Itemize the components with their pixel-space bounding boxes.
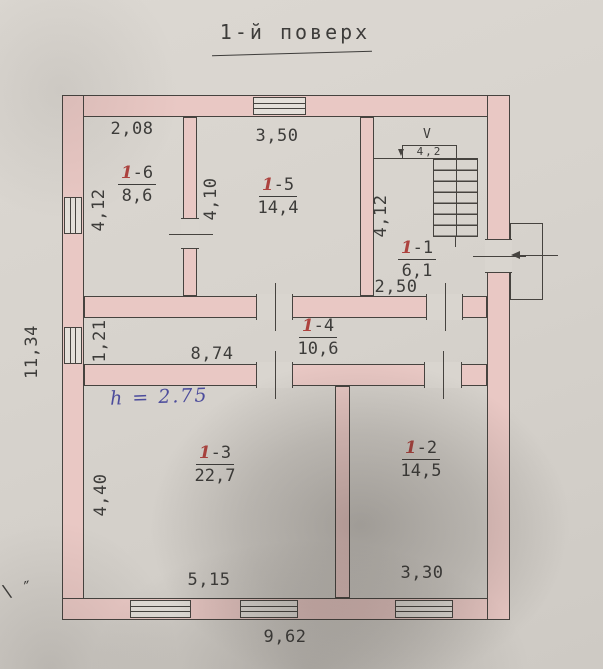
dim-room1-height: 4,12 xyxy=(371,194,391,238)
entry-arrow-line xyxy=(518,255,558,256)
dim-room6-width: 2,08 xyxy=(110,119,154,139)
wall-room3-room2 xyxy=(335,386,350,598)
dim-room1-width: 2,50 xyxy=(374,277,418,297)
dim-outer-bottom: 9,62 xyxy=(263,627,307,647)
room-label-1-6: 1-6 8,6 xyxy=(97,162,177,207)
entrance-porch xyxy=(510,223,543,300)
stair-flight-label: 4,2 xyxy=(402,145,457,159)
ceiling-height-note: h = 2.75 xyxy=(109,384,209,410)
room-label-1-1: 1-1 6,1 xyxy=(377,237,457,282)
wall-right xyxy=(487,95,510,620)
room-number: 1-1 xyxy=(397,238,437,260)
room-area: 6,1 xyxy=(401,261,433,281)
corner-mark: \ ″ xyxy=(0,577,35,603)
door-corridor-room2 xyxy=(424,351,462,399)
room-label-1-5: 1-5 14,4 xyxy=(238,174,318,219)
dim-room3-height: 4,40 xyxy=(91,473,111,517)
dim-room6-height: 4,12 xyxy=(89,188,109,232)
room-number: 1-4 xyxy=(298,316,338,338)
door-room6-room5 xyxy=(169,218,213,249)
dim-outer-left: 11,34 xyxy=(22,325,42,379)
room-number: 1-6 xyxy=(117,163,157,185)
staircase xyxy=(433,159,478,237)
page-title: 1-й поверх xyxy=(219,20,371,44)
window-left-room6 xyxy=(64,197,82,234)
room-area: 22,7 xyxy=(194,466,236,486)
dim-corridor-width: 8,74 xyxy=(190,344,234,364)
dim-room3-width: 5,15 xyxy=(187,570,231,590)
window-bottom-room2 xyxy=(395,600,453,618)
title-underline xyxy=(212,50,372,57)
window-left-corridor xyxy=(64,327,82,364)
wall-room5-room1 xyxy=(360,117,374,296)
room-area: 10,6 xyxy=(297,339,339,359)
dim-room5-width: 3,50 xyxy=(255,126,299,146)
room-label-1-4: 1-4 10,6 xyxy=(278,315,358,360)
stair-tail-line xyxy=(455,237,456,247)
window-top-room5 xyxy=(253,97,306,115)
window-bottom-room3-a xyxy=(130,600,191,618)
door-corridor-room5 xyxy=(256,283,293,331)
wall-room6-room5 xyxy=(183,117,197,296)
dim-room5-height: 4,10 xyxy=(201,177,221,221)
stair-arrow-icon xyxy=(398,149,404,156)
room-area: 14,4 xyxy=(257,198,299,218)
room-area: 14,5 xyxy=(400,461,442,481)
entry-arrow-icon xyxy=(511,251,520,259)
window-bottom-room3-b xyxy=(240,600,298,618)
dim-corridor-height: 1,21 xyxy=(90,319,110,363)
room-label-1-3: 1-3 22,7 xyxy=(175,442,255,487)
room-number: 1-3 xyxy=(195,443,235,465)
room-number: 1-5 xyxy=(258,175,298,197)
room-label-1-2: 1-2 14,5 xyxy=(381,437,461,482)
dim-room2-width: 3,30 xyxy=(400,563,444,583)
room-area: 8,6 xyxy=(121,186,153,206)
door-corridor-room1 xyxy=(426,283,463,331)
stair-direction-mark: V xyxy=(423,127,431,142)
door-entrance xyxy=(473,239,526,273)
room-number: 1-2 xyxy=(401,438,441,460)
door-corridor-room3 xyxy=(256,351,293,399)
